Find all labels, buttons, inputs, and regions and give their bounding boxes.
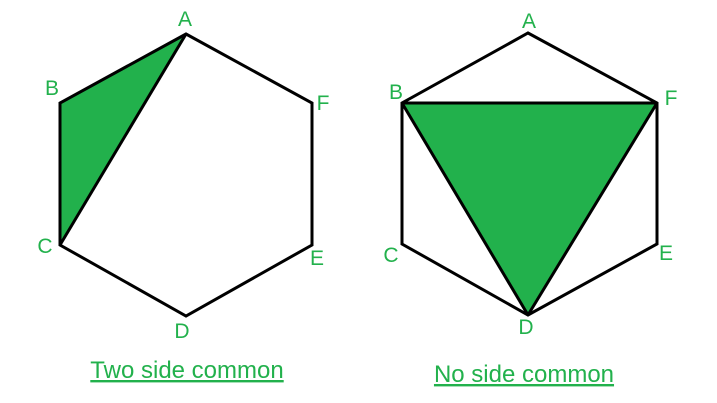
hexagon-outline	[58, 32, 314, 318]
vertex-label-e: E	[659, 242, 673, 265]
vertex-label-f: F	[665, 87, 678, 110]
diagonal-fd	[526, 102, 659, 316]
figure-no-side-common: A B C D E F No side common	[383, 10, 677, 388]
vertex-label-d: D	[174, 320, 189, 343]
vertex-label-c: C	[37, 235, 52, 258]
figure-two-side-common: A B C D E F Two side common	[37, 8, 329, 384]
shaded-triangle-bdf	[402, 103, 657, 315]
caption-no-side-common: No side common	[434, 361, 614, 388]
diagonal-bd	[400, 102, 530, 316]
vertex-label-c: C	[383, 244, 398, 267]
vertex-label-a: A	[178, 8, 192, 31]
vertex-label-f: F	[317, 92, 330, 115]
vertex-label-e: E	[310, 247, 324, 270]
vertex-label-b: B	[389, 81, 403, 104]
caption-two-side-common: Two side common	[90, 357, 283, 384]
vertex-label-a: A	[522, 10, 536, 33]
vertex-label-d: D	[518, 316, 533, 339]
vertex-label-b: B	[45, 77, 59, 100]
diagonal-ac	[58, 33, 188, 246]
